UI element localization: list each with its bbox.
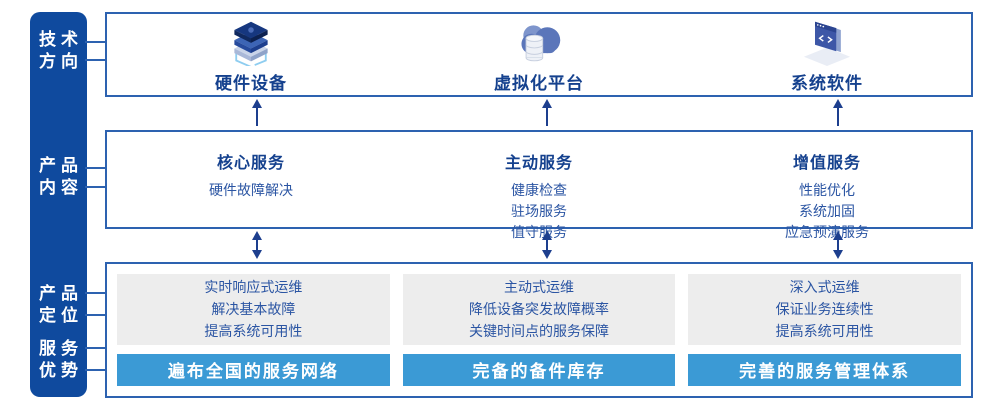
tech-item-label: 虚拟化平台 (494, 73, 584, 93)
sidebar-label-line: 定位 (39, 306, 83, 325)
positioning-line: 深入式运维 (789, 279, 860, 296)
sidebar-label-line: 产品 (39, 156, 83, 175)
service-item: 性能优化 (799, 182, 855, 198)
service-column-core: 核心服务 硬件故障解决 (107, 132, 395, 227)
connector-line (85, 347, 106, 349)
positioning-line: 关键时间点的服务保障 (469, 323, 609, 340)
sidebar-label-line: 服务 (39, 339, 83, 358)
code-window-icon (799, 16, 855, 66)
up-arrow-icon (540, 99, 554, 127)
service-item: 系统加固 (799, 203, 855, 219)
double-arrow-icon (540, 231, 554, 259)
category-sidebar: 技术 方向 产品 内容 产品 定位 服务 优势 (30, 12, 87, 397)
positioning-line: 提高系统可用性 (775, 323, 874, 340)
positioning-column-3: 深入式运维 保证业务连续性 提高系统可用性 完善的服务管理体系 (688, 274, 962, 386)
positioning-line: 保证业务连续性 (775, 301, 874, 318)
positioning-advantage-panel: 实时响应式运维 解决基本故障 提高系统可用性 遍布全国的服务网络 主动式运维 降… (105, 262, 973, 398)
up-arrow-icon (250, 99, 264, 127)
up-arrow-icon (831, 99, 845, 127)
sidebar-label-tech-direction: 技术 方向 (30, 29, 87, 73)
sidebar-label-line: 技术 (39, 30, 83, 49)
positioning-line: 解决基本故障 (211, 301, 296, 318)
sidebar-label-line: 方向 (39, 52, 83, 71)
service-item: 应急预演服务 (785, 224, 869, 240)
connector-line (85, 41, 106, 43)
connector-line (85, 186, 106, 188)
tech-item-virtualization: 虚拟化平台 (395, 14, 683, 95)
service-column-title: 核心服务 (216, 155, 285, 172)
positioning-box: 深入式运维 保证业务连续性 提高系统可用性 (688, 274, 962, 345)
sidebar-label-line: 产品 (39, 284, 83, 303)
service-column-title: 主动服务 (504, 155, 573, 172)
sidebar-label-product-positioning: 产品 定位 (30, 283, 87, 327)
service-column-proactive: 主动服务 健康检查 驻场服务 值守服务 (395, 132, 683, 240)
positioning-line: 主动式运维 (504, 279, 574, 296)
advantage-banner: 完善的服务管理体系 (688, 353, 962, 386)
tech-item-label: 系统软件 (791, 73, 863, 93)
product-content-panel: 核心服务 硬件故障解决 主动服务 健康检查 驻场服务 值守服务 增值服务 性能优… (105, 130, 973, 240)
tech-item-hardware: 硬件设备 (107, 14, 395, 95)
sidebar-label-product-content: 产品 内容 (30, 155, 87, 199)
sidebar-label-service-advantage: 服务 优势 (30, 338, 87, 382)
positioning-box: 主动式运维 降低设备突发故障概率 关键时间点的服务保障 (402, 274, 676, 345)
positioning-line: 降低设备突发故障概率 (469, 301, 609, 318)
cloud-database-icon (511, 16, 567, 66)
service-item: 驻场服务 (511, 203, 567, 219)
connector-line (85, 167, 106, 169)
service-column-value-added: 增值服务 性能优化 系统加固 应急预演服务 (683, 132, 971, 240)
double-arrow-icon (831, 231, 845, 259)
advantage-banner: 遍布全国的服务网络 (117, 353, 390, 386)
connector-line (85, 59, 106, 61)
advantage-banner: 完备的备件库存 (402, 353, 676, 386)
connector-line (85, 314, 106, 316)
double-arrow-icon (250, 231, 264, 259)
service-item: 健康检查 (511, 182, 567, 198)
connector-line (85, 369, 106, 371)
tech-item-system-software: 系统软件 (683, 14, 971, 95)
connector-line (85, 292, 106, 294)
positioning-line: 提高系统可用性 (204, 323, 303, 340)
positioning-box: 实时响应式运维 解决基本故障 提高系统可用性 (117, 274, 390, 345)
service-column-title: 增值服务 (792, 155, 861, 172)
positioning-column-1: 实时响应式运维 解决基本故障 提高系统可用性 遍布全国的服务网络 (117, 274, 390, 386)
tech-item-label: 硬件设备 (215, 73, 287, 93)
sidebar-label-line: 内容 (39, 178, 83, 197)
tech-direction-panel: 硬件设备 虚拟化平台 (105, 12, 973, 97)
service-item: 硬件故障解决 (209, 182, 293, 198)
server-stack-icon (223, 16, 279, 66)
service-item: 值守服务 (511, 224, 567, 240)
positioning-line: 实时响应式运维 (204, 279, 303, 296)
sidebar-label-line: 优势 (39, 361, 83, 380)
positioning-column-2: 主动式运维 降低设备突发故障概率 关键时间点的服务保障 完备的备件库存 (402, 274, 676, 386)
